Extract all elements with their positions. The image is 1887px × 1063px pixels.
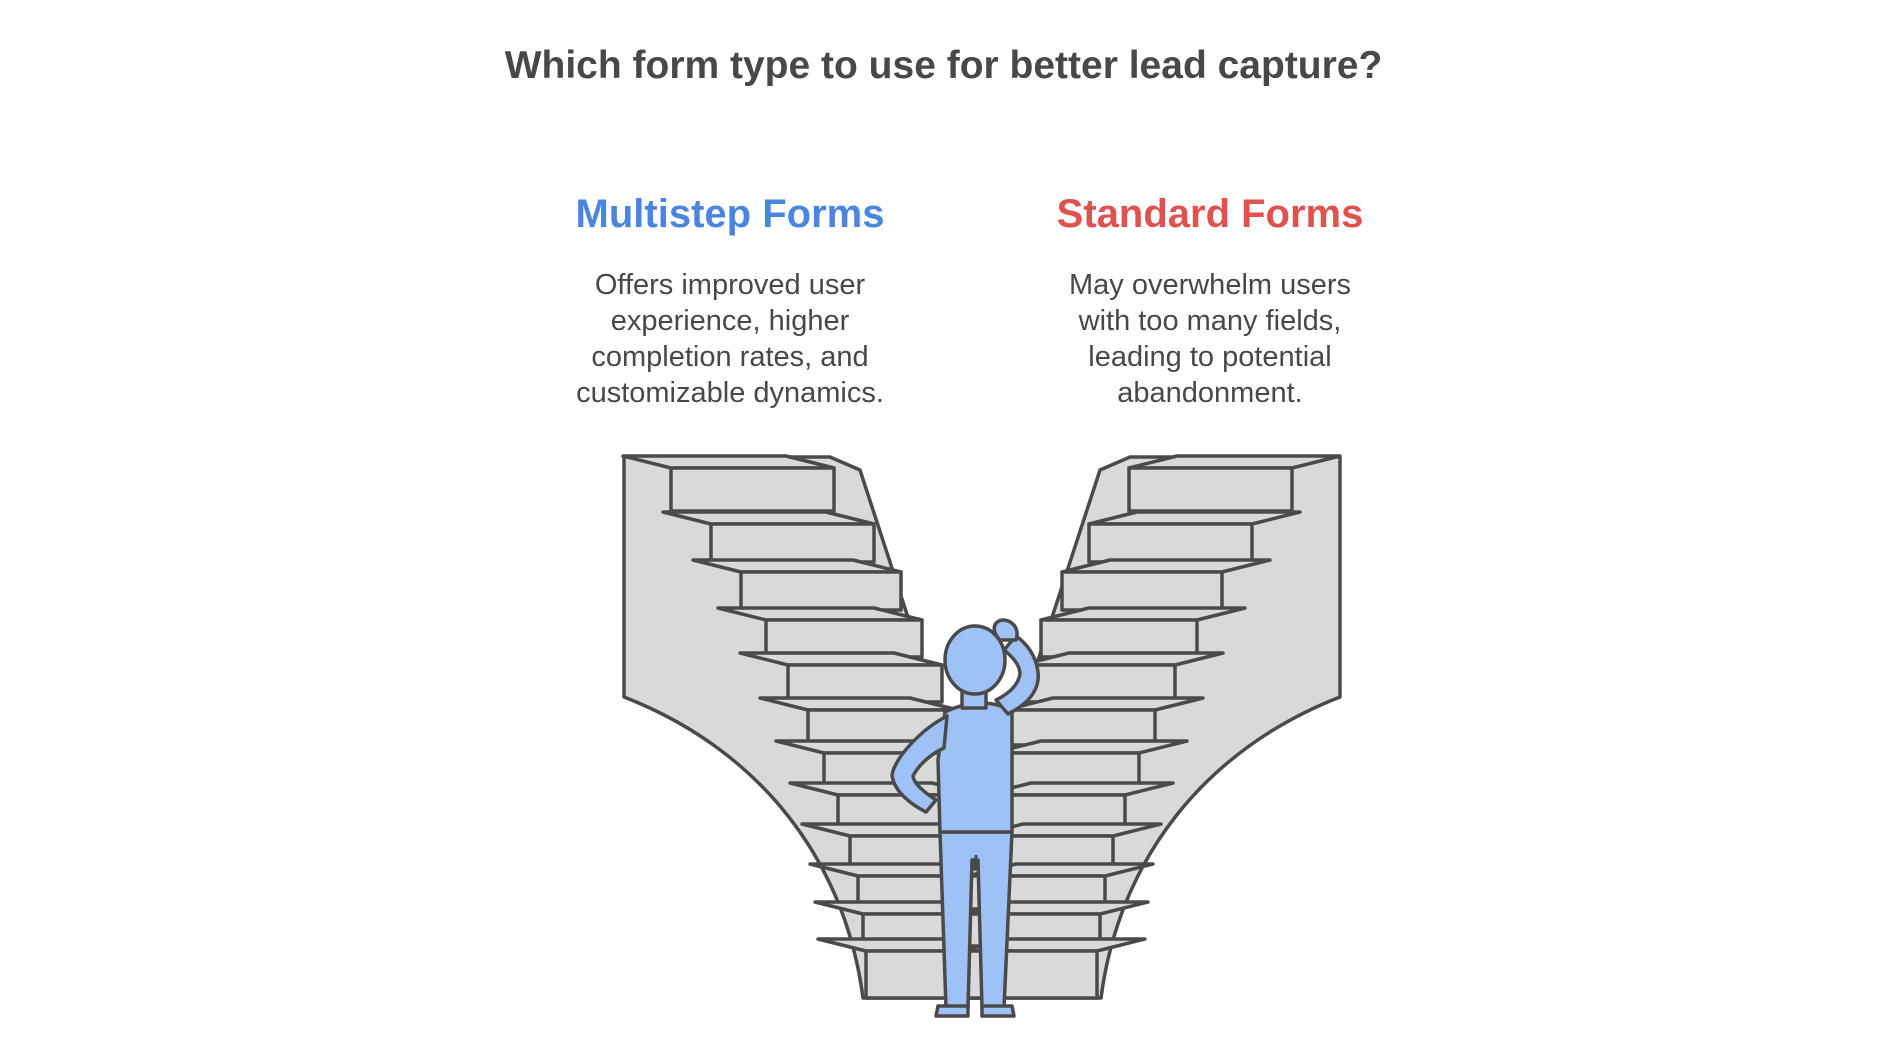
right-stair-riser — [1087, 522, 1254, 564]
person-left-shoe — [934, 1004, 970, 1018]
description-line: May overwhelm users — [1068, 269, 1352, 301]
description-line: completion rates, and — [591, 341, 869, 373]
description-line: abandonment. — [1117, 377, 1303, 409]
thinking-person-icon — [890, 618, 1040, 1018]
person-hand — [992, 618, 1019, 642]
right-stair-riser — [1127, 466, 1294, 513]
option-multistep-title: Multistep Forms — [575, 192, 885, 236]
person-torso — [936, 701, 1014, 834]
right-staircase — [958, 454, 1342, 1000]
description-line: customizable dynamics. — [576, 377, 884, 409]
option-multistep-description: Offers improved user experience, higher … — [520, 267, 940, 411]
page-title: Which form type to use for better lead c… — [504, 44, 1383, 87]
person-head — [943, 624, 1007, 696]
left-stair-riser — [669, 466, 836, 513]
description-line: experience, higher — [610, 305, 850, 337]
person-left-arm — [890, 714, 949, 814]
option-standard-title: Standard Forms — [1056, 192, 1364, 236]
right-stair-riser — [1060, 570, 1224, 612]
left-stair-riser — [786, 663, 944, 704]
description-line: with too many fields, — [1078, 305, 1342, 337]
description-line: Offers improved user — [594, 269, 866, 301]
left-stair-riser — [764, 618, 924, 659]
left-stair-riser — [739, 570, 903, 612]
description-line: leading to potential — [1088, 341, 1332, 373]
left-stair-riser — [709, 522, 876, 564]
option-standard-description: May overwhelm users with too many fields… — [1000, 267, 1420, 411]
person-right-shoe — [980, 1004, 1016, 1018]
